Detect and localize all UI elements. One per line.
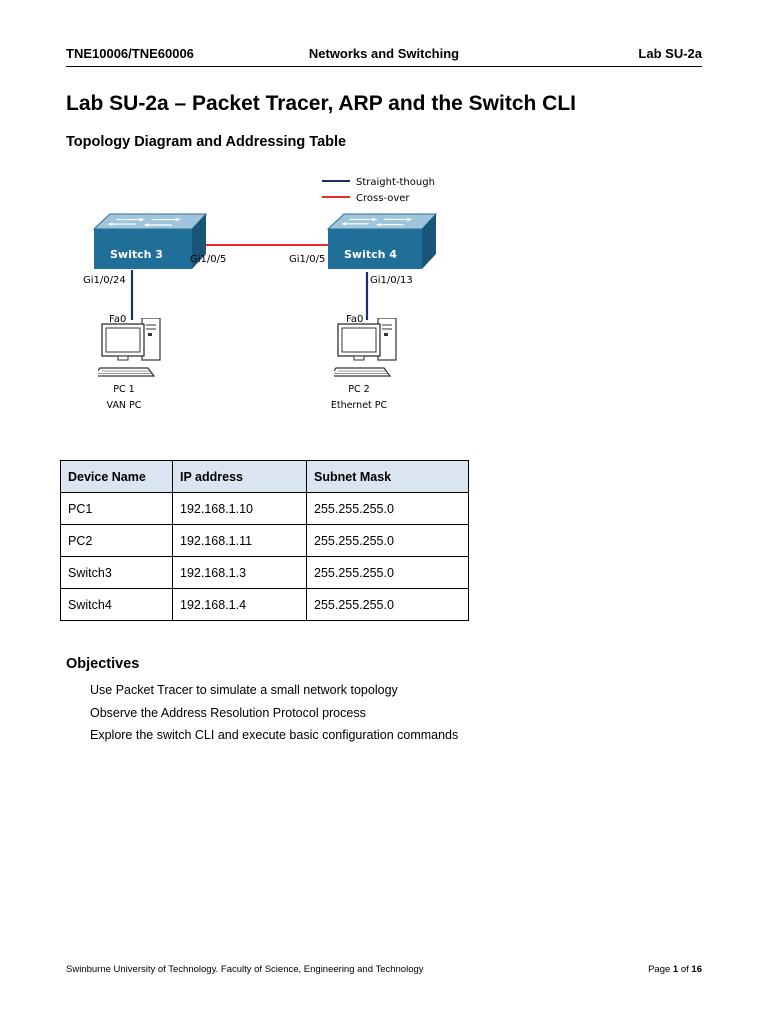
table-row: PC1 192.168.1.10 255.255.255.0 [60, 492, 469, 525]
table-row: Switch3 192.168.1.3 255.255.255.0 [60, 556, 469, 589]
cell-subnet-mask: 255.255.255.0 [306, 588, 469, 621]
page-label: Page [648, 964, 671, 975]
table-row: PC2 192.168.1.11 255.255.255.0 [60, 524, 469, 557]
table-row: Switch4 192.168.1.4 255.255.255.0 [60, 588, 469, 621]
table-header-row: Device Name IP address Subnet Mask [60, 460, 469, 493]
objective-item: Observe the Address Resolution Protocol … [90, 705, 366, 720]
column-header-ip-address: IP address [172, 460, 307, 493]
pc-2-desc: Ethernet PC [331, 400, 388, 411]
cell-device-name: Switch4 [60, 588, 173, 621]
page-total: 16 [691, 964, 702, 975]
pc-1-port: Fa0 [109, 314, 126, 325]
switch-4-port-gi1-0-5: Gi1/0/5 [289, 254, 325, 265]
page-current: 1 [672, 964, 679, 975]
cell-device-name: PC2 [60, 524, 173, 557]
cell-subnet-mask: 255.255.255.0 [306, 556, 469, 589]
header-subject: Networks and Switching [308, 46, 460, 61]
page-header: TNE10006/TNE60006 Networks and Switching… [66, 44, 702, 67]
pc-2-port: Fa0 [346, 314, 363, 325]
topology-section-title: Topology Diagram and Addressing Table [66, 134, 347, 150]
switch-3: Switch 3 [92, 213, 208, 269]
objectives-title: Objectives [66, 656, 140, 672]
pc-2: Fa0 PC 2 Ethernet PC [331, 314, 397, 411]
objective-item: Explore the switch CLI and execute basic… [90, 728, 459, 742]
cell-device-name: PC1 [60, 492, 173, 525]
switch-4: Switch 4 [326, 213, 438, 269]
page-footer: Swinburne University of Technology. Facu… [66, 964, 702, 975]
header-lab-id: Lab SU-2a [638, 46, 702, 61]
page-title: Lab SU-2a – Packet Tracer, ARP and the S… [66, 92, 577, 115]
pc-1-desc: VAN PC [107, 400, 142, 411]
cell-ip-address: 192.168.1.3 [172, 556, 307, 589]
topology-diagram: Straight-though Cross-over Switch 3 [83, 177, 438, 411]
pc-1: Fa0 PC 1 VAN PC [98, 314, 161, 411]
switch-4-label: Switch 4 [344, 248, 397, 261]
header-course-code: TNE10006/TNE60006 [66, 46, 194, 61]
objective-item: Use Packet Tracer to simulate a small ne… [90, 683, 398, 697]
cell-ip-address: 192.168.1.4 [172, 588, 307, 621]
cell-subnet-mask: 255.255.255.0 [306, 492, 469, 525]
switch-3-port-gi1-0-5: Gi1/0/5 [190, 254, 226, 265]
addressing-table: Device Name IP address Subnet Mask PC1 1… [60, 460, 469, 621]
objectives-list: Use Packet Tracer to simulate a small ne… [90, 681, 458, 749]
switch-3-port-gi1-0-24: Gi1/0/24 [83, 275, 126, 286]
footer-institution: Swinburne University of Technology. Facu… [66, 964, 424, 975]
cell-ip-address: 192.168.1.10 [172, 492, 307, 525]
switch-3-label: Switch 3 [110, 248, 163, 261]
legend-cross-label: Cross-over [356, 193, 410, 204]
column-header-device-name: Device Name [60, 460, 173, 493]
cell-subnet-mask: 255.255.255.0 [306, 524, 469, 557]
page-number: Page 1 of 16 [648, 964, 702, 975]
pc-1-name: PC 1 [113, 384, 134, 395]
legend-straight-label: Straight-though [356, 177, 435, 188]
cell-ip-address: 192.168.1.11 [172, 524, 307, 557]
column-header-subnet-mask: Subnet Mask [306, 460, 469, 493]
page-separator: of [680, 964, 689, 975]
pc-2-name: PC 2 [348, 384, 369, 395]
cell-device-name: Switch3 [60, 556, 173, 589]
switch-4-port-gi1-0-13: Gi1/0/13 [370, 275, 413, 286]
